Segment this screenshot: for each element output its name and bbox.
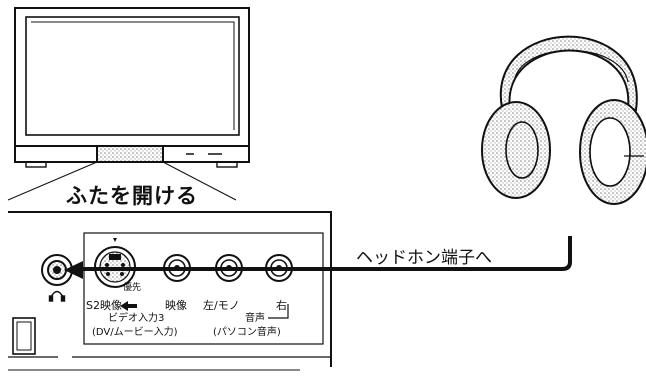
panel-slot [12, 317, 36, 355]
video-label: 映像 [165, 299, 187, 312]
tv-illustration [14, 7, 250, 168]
headband-inner [513, 49, 629, 83]
audio-label: 音声 [245, 313, 265, 324]
video-input-3-label: ビデオ入力3 [108, 313, 165, 324]
priority-label: 優先 [123, 283, 142, 293]
panel-slot-inner [16, 321, 32, 351]
headphone-symbol-icon [48, 290, 66, 302]
tv-screen [25, 16, 240, 136]
panel-outline [8, 211, 332, 367]
cable-arrowhead [64, 261, 83, 279]
right-earcup-pad [589, 117, 631, 187]
tv-screen-inner-edge [31, 21, 235, 130]
s2-video-label: S2映像 [86, 299, 122, 312]
open-lid-label: ふたを開ける [66, 184, 198, 208]
left-mono-label: 左/モノ [203, 299, 240, 312]
headphones-illustration [481, 35, 646, 205]
terminal-panel [8, 211, 332, 371]
pc-audio-label: (パソコン音声) [213, 327, 281, 338]
zoom-guide-right [162, 161, 237, 201]
audio-bracket [268, 304, 289, 319]
tv-lid-panel [96, 145, 164, 163]
tv-foot-left [25, 161, 47, 168]
left-earcup [481, 101, 551, 199]
tv-foot-right [216, 161, 238, 168]
left-earcup-pad [505, 121, 539, 179]
left-arrow-icon [120, 301, 137, 311]
headphone-jack-label: ヘッドホン端子へ [356, 248, 492, 268]
dv-movie-input-label: (DV/ムービー入力) [92, 327, 178, 338]
zoom-guide-left [7, 161, 98, 201]
right-label: 右 [276, 299, 287, 312]
s2-video-connector [94, 238, 136, 288]
input-group-box [83, 232, 324, 345]
headband [499, 35, 638, 112]
tv-cabinet [14, 7, 250, 147]
headphone-cable [76, 236, 572, 271]
